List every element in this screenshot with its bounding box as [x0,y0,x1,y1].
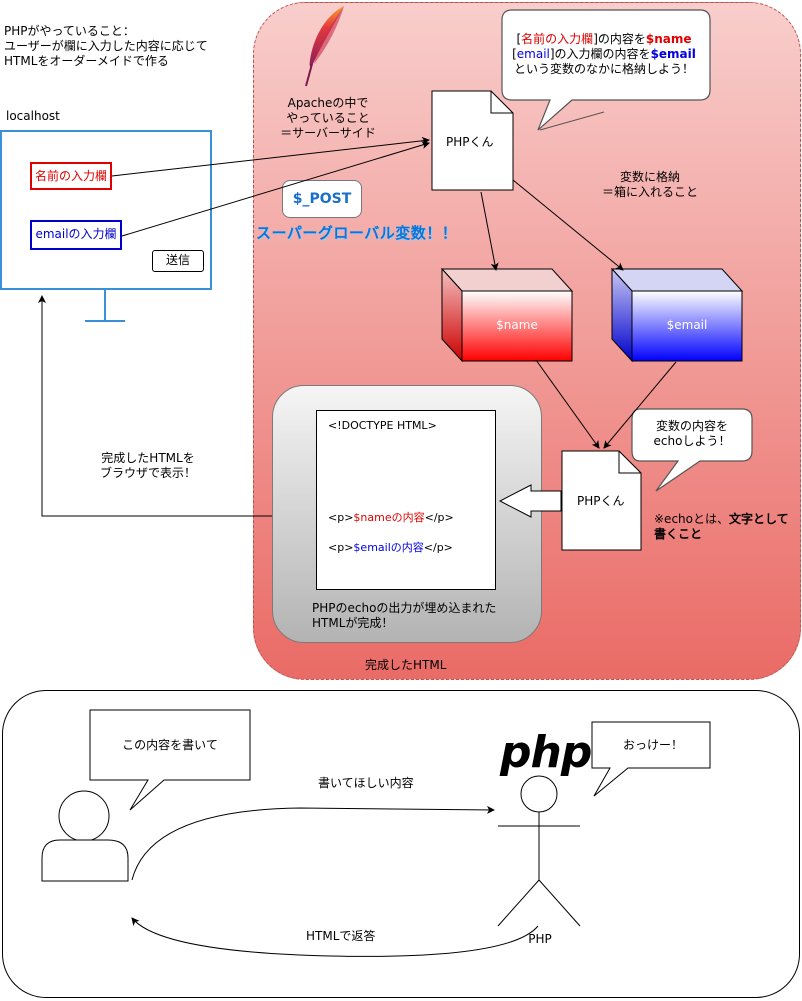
php-document-bottom [561,450,642,551]
email-content: $emailの内容 [353,541,424,554]
user-person-icon [41,790,129,882]
analogy-arrows [131,805,539,957]
return-label: 完成したHTMLを ブラウザで表示！ [88,451,208,481]
html-caption: PHPのechoの出力が埋め込まれた HTMLが完成！ [312,601,496,631]
request-label: 書いてほしい内容 [318,776,414,790]
store-line-1: 変数に格納 [619,170,680,184]
store-line-2: ＝箱に入れること [601,185,698,199]
apache-line-2: やっていること [286,111,370,125]
callout-var-name: $name [645,32,692,46]
html-caption-line-1: PHPのechoの出力が埋め込まれた [312,601,497,615]
request-arrow [131,805,495,881]
response-label: HTMLで返答 [306,929,376,943]
return-line-1: 完成したHTMLを [101,451,195,465]
php-stick-figure-icon [497,775,581,927]
intro-line-2: ユーザーが欄に入力した内容に応じて [4,39,208,53]
php-to-email-arrow [512,179,624,271]
callout-l2-mid: ]の入力欄の内容を [549,47,651,61]
store-label: 変数に格納 ＝箱に入れること [590,170,710,200]
p-open-tag: <p> [328,541,354,554]
name-to-php-arrow [111,136,430,177]
php-document-top [431,90,514,191]
callout-bubble [501,9,711,131]
send-button[interactable]: 送信 [152,250,204,272]
p-close-tag: </p> [424,511,454,524]
callout-line-3: という変数のなかに格納しよう！ [513,62,694,76]
name-input-field[interactable]: 名前の入力欄 [30,162,112,190]
html-document: <!DOCTYPE HTML> <p>$nameの内容</p> <p>$emai… [316,410,496,590]
apache-line-3: ＝サーバーサイド [280,126,376,140]
intro-line-1: PHPがやっていること： [4,24,135,38]
region-label: 完成したHTML [365,658,447,672]
callout-email-field: email [516,47,550,61]
apache-line-1: Apacheの中で [287,96,369,110]
var-name-label: $name [496,318,538,332]
apache-feather-icon [305,6,344,87]
bracket-open: [ [516,32,522,46]
echo-note-c: 書くこと [654,527,703,541]
echo-line-1: 変数の内容を [655,419,728,433]
php-top-label: PHPくん [446,135,494,149]
return-to-browser-arrow [38,295,272,517]
echo-bubble [631,408,753,492]
response-arrow [131,917,539,957]
intro-line-3: HTMLをオーダーメイドで作る [4,54,169,68]
echo-output-arrow [498,484,562,518]
user-speech-bubble [89,709,251,811]
echo-note-a: ※echoとは、 [654,512,729,526]
name-variable-box [441,268,574,363]
p-email-line: <p>$emailの内容</p> [328,539,453,555]
callout-var-email: $email [650,47,696,61]
php-figure-caption: PHP [528,932,552,946]
php-speech-bubble [591,721,711,797]
php-logo: php [500,727,592,778]
browser-url-label: localhost [6,109,60,123]
user-bubble-text: この内容を書いて [122,738,218,752]
callout-name-field: 名前の入力欄 [521,32,594,46]
email-to-php-arrow [121,141,430,237]
doctype-line: <!DOCTYPE HTML> [328,419,437,432]
echo-bubble-text: 変数の内容を echoしよう！ [634,419,750,449]
echo-note: ※echoとは、文字として 書くこと [654,512,794,542]
echo-line-2: echoしよう！ [653,434,731,448]
p-close-tag: </p> [423,541,453,554]
bracket-open-2: [ [512,47,517,61]
return-line-2: ブラウザで表示！ [99,466,196,480]
email-to-php-bottom-arrow [603,361,677,449]
php-bubble-text: おっけー！ [622,738,683,752]
php-bottom-label: PHPくん [577,494,625,508]
html-caption-line-2: HTMLが完成！ [312,616,394,630]
post-variable-box: $_POST [282,180,362,218]
flow-arrows [38,111,677,518]
email-variable-box [611,268,744,363]
email-input-field[interactable]: emailの入力欄 [30,220,122,250]
p-name-line: <p>$nameの内容</p> [328,509,454,525]
callout-text: [名前の入力欄]の内容を$name [email]の入力欄の内容を$email … [504,32,704,77]
echo-note-b: 文字として [728,512,789,526]
name-content: $nameの内容 [353,511,425,524]
apache-label: Apacheの中で やっていること ＝サーバーサイド [268,96,388,141]
name-to-php-bottom-arrow [535,359,600,449]
monitor-stand-icon [85,290,125,322]
var-email-label: $email [666,318,708,332]
p-open-tag: <p> [328,511,354,524]
superglobal-label: スーパーグローバル変数！！ [256,224,458,242]
php-to-name-arrow [480,191,499,271]
callout-l1-mid: ]の内容を [593,32,646,46]
callout-pointer [539,111,605,131]
intro-text: PHPがやっていること： ユーザーが欄に入力した内容に応じて HTMLをオーダー… [4,24,208,69]
